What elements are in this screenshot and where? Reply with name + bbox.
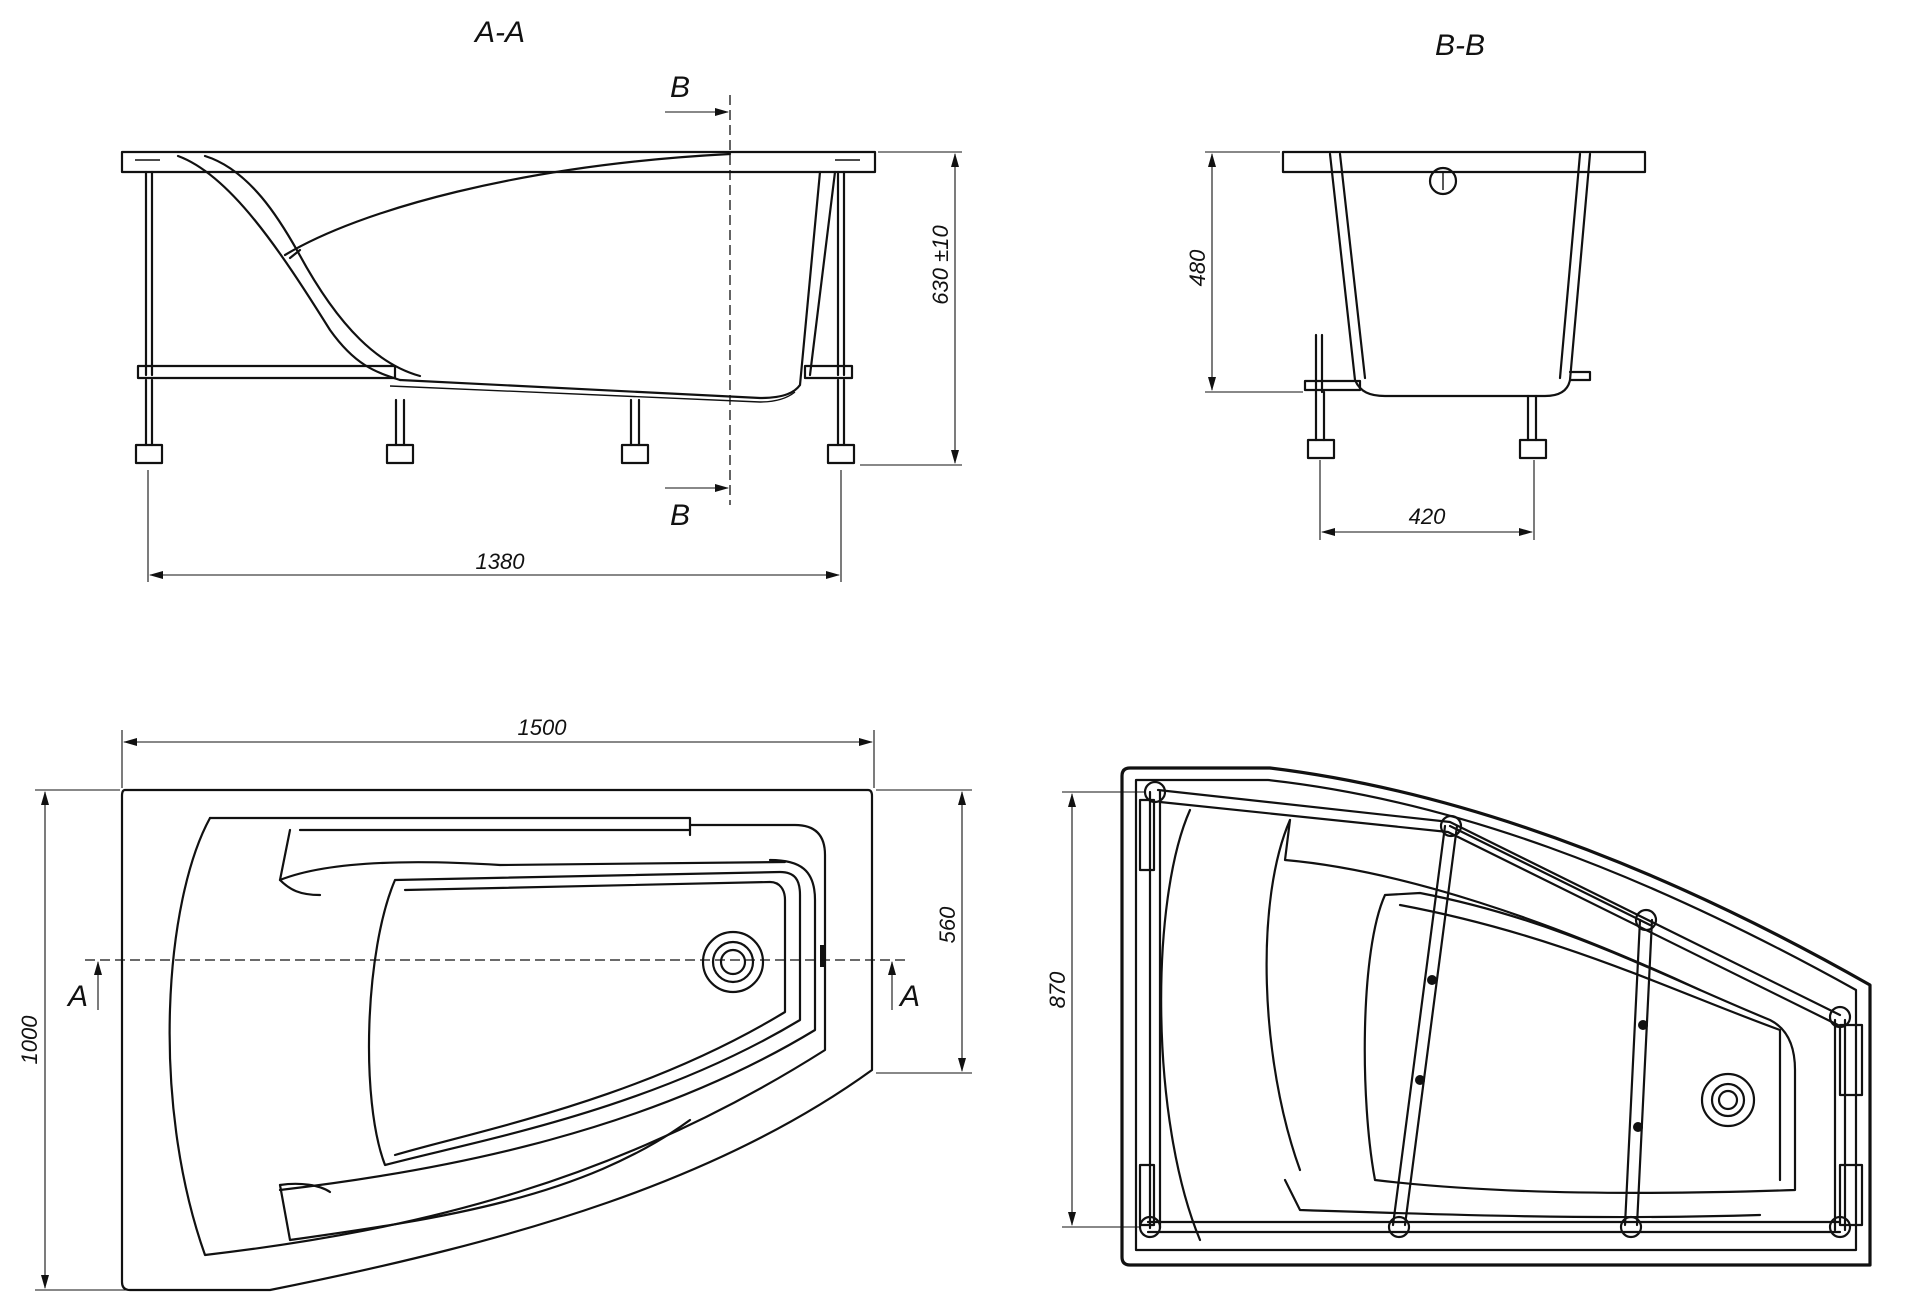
dim-label-480: 480 <box>1185 249 1210 286</box>
dim-label-560: 560 <box>935 906 960 943</box>
plan-frame-view: 870 <box>1045 766 1872 1267</box>
frame-joint <box>1619 1215 1643 1239</box>
frame-joint <box>1634 908 1658 932</box>
frame-drain-outer <box>1700 1072 1756 1128</box>
leg-point <box>1427 975 1437 985</box>
section-aa-view: A-A <box>120 16 962 582</box>
leg-point <box>1638 1020 1648 1030</box>
dim-label-1500: 1500 <box>518 715 568 740</box>
foot-2 <box>385 398 415 465</box>
backrest-outer <box>176 154 402 382</box>
frame-inner-basin <box>1363 891 1797 1195</box>
tub-bottom <box>398 170 822 400</box>
frame-rail-right <box>803 364 854 380</box>
cut-label-a-right: A <box>898 980 920 1013</box>
dim-label-1000: 1000 <box>17 1015 42 1065</box>
tub-rim-bb <box>1281 150 1647 174</box>
drain-outer <box>701 930 765 994</box>
leg-point <box>1633 1122 1643 1132</box>
foot-1 <box>134 378 164 465</box>
section-bb-title: B-B <box>1435 29 1485 62</box>
foot-3 <box>620 398 650 465</box>
section-bb-view: B-B 480 420 <box>1185 29 1647 540</box>
drain-inner <box>719 948 747 976</box>
cross-bar-2 <box>1623 918 1654 1227</box>
tub-outline <box>120 788 874 1292</box>
foot-4 <box>826 378 856 465</box>
frame-tub-outline <box>1120 766 1872 1267</box>
foot-bb-left <box>1306 333 1336 460</box>
cut-label-a-left: A <box>66 980 88 1013</box>
plan-top-view: A A 1500 1000 560 <box>17 715 972 1292</box>
dim-label-1380: 1380 <box>476 549 526 574</box>
frame-rail-left <box>136 364 397 380</box>
foot-bb-right <box>1518 394 1548 460</box>
tub-body-bb <box>1328 152 1592 398</box>
backrest-inner <box>203 154 422 378</box>
leg-point <box>1415 1075 1425 1085</box>
cut-label-b-bottom: B <box>670 499 690 532</box>
frame-joint <box>1439 814 1463 838</box>
frame-leg-right <box>836 170 846 377</box>
overflow-drain <box>1428 166 1458 196</box>
rim-curve <box>283 152 732 257</box>
dim-label-870: 870 <box>1045 971 1070 1008</box>
tub-rim <box>120 150 877 174</box>
frame-leg-left <box>144 170 154 377</box>
cut-label-b-top: B <box>670 71 690 104</box>
frame-joint <box>1387 1215 1411 1239</box>
cross-bar-1 <box>1391 824 1459 1227</box>
dim-label-420: 420 <box>1409 504 1446 529</box>
inner-basin <box>367 870 802 1167</box>
section-aa-title: A-A <box>473 16 525 49</box>
dim-label-630: 630 ±10 <box>928 225 953 305</box>
